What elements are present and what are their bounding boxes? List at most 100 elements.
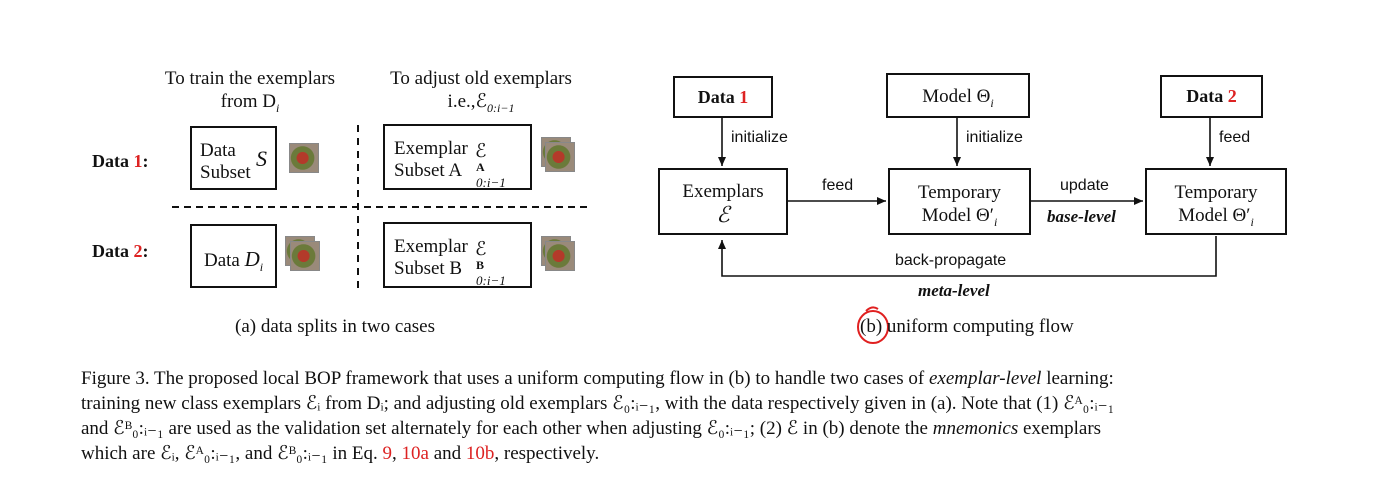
node-data-1-num: 1 (739, 87, 749, 107)
caption-line-2: training new class exemplars ℰᵢ from Dᵢ;… (81, 393, 1115, 414)
caption-line3-text: and ℰᴮ₀:ᵢ₋₁ are used as the validation s… (81, 418, 933, 439)
node-temp2-text: Temporary Model Θ′i (1147, 170, 1285, 234)
node-temporary-model-1: Temporary Model Θ′i (888, 168, 1031, 235)
row-label-data-1: Data 1: (92, 151, 149, 172)
annotation-mark (865, 306, 879, 312)
cell-12-line1: Exemplar (394, 138, 468, 159)
edge-label-initialize-2: initialize (966, 129, 1023, 146)
cell-21-sub: i (259, 259, 264, 274)
column-header-train-line1: To train the exemplars (164, 68, 336, 89)
node-temp2-line2: Model Θ′i (1147, 204, 1285, 234)
node-model-sub: i (990, 95, 994, 110)
node-temp1-line2: Model Θ′i (890, 204, 1029, 234)
annotation-circle (857, 310, 889, 344)
cell-11-text: Data Subset (200, 140, 251, 184)
node-temp2-label: Model Θ′ (1178, 205, 1251, 226)
image-stack-thumbnail (541, 236, 575, 271)
node-temp2-sub: i (1250, 214, 1254, 229)
cell-12-sup: A (476, 160, 485, 174)
column-header-adjust-line1: To adjust old exemplars (390, 68, 572, 89)
ref-eq-10a[interactable]: 10a (401, 443, 429, 464)
caption-b-tag: (b) (860, 316, 883, 337)
node-model-label: Model Θ (922, 86, 991, 107)
node-exemplars: Exemplars ℰ (658, 168, 788, 235)
cell-21-symbol: D (244, 247, 260, 271)
edge-label-feed-2: feed (1219, 129, 1251, 146)
row1-num: 1 (133, 151, 143, 171)
ref-eq-10b[interactable]: 10b (465, 443, 495, 464)
column-header-adjust: To adjust old exemplars i.e.,ℰ0:i−1 (376, 67, 586, 120)
node-temporary-model-2: Temporary Model Θ′i (1145, 168, 1287, 235)
cell-21-text: Data Di (204, 248, 263, 278)
cell-22-symbol: ℰ (475, 239, 487, 260)
node-temp1-label: Model Θ′ (921, 205, 994, 226)
row1-text: Data (92, 151, 134, 171)
column-header-adjust-line2: i.e.,ℰ0:i−1 (376, 90, 586, 120)
row2-colon: : (142, 241, 149, 261)
cell-11-line2: Subset (200, 162, 251, 183)
label-base-level: base-level (1047, 207, 1116, 226)
caption-a: (a) data splits in two cases (235, 316, 435, 337)
cell-22-text: Exemplar Subset B (394, 236, 468, 280)
caption-b-text: uniform computing flow (882, 316, 1074, 337)
node-exemplars-text: Exemplars ℰ (660, 170, 786, 226)
row2-text: Data (92, 241, 134, 261)
caption-line1-em: exemplar-level (928, 368, 1042, 389)
cell-22-line2: Subset B (394, 258, 463, 279)
row2-num: 2 (133, 241, 143, 261)
edge-label-feed-1: feed (822, 177, 854, 194)
caption-line1-end: learning: (1041, 368, 1114, 389)
panel-a-dividers (172, 125, 592, 292)
flow-arrows (718, 118, 1217, 344)
node-temp2-line1: Temporary (1174, 182, 1258, 203)
node-data-2-label: Data (1186, 86, 1228, 106)
col1-text: from D (220, 91, 277, 112)
cell-data-di: Data Di (190, 224, 277, 288)
image-thumbnail (287, 140, 321, 174)
caption-b: (b) uniform computing flow (860, 314, 1074, 340)
edge-label-back-propagate: back-propagate (895, 252, 1007, 269)
cell-21-label: Data (204, 250, 245, 271)
node-data-2-text: Data 2 (1162, 77, 1261, 108)
cell-11-symbol: S (256, 146, 267, 171)
node-data-1: Data 1 (673, 76, 773, 118)
edge-label-initialize-1: initialize (731, 129, 788, 146)
caption-line-4: which are ℰᵢ, ℰᴬ₀:ᵢ₋₁, and ℰᴮ₀:ᵢ₋₁ in Eq… (81, 441, 1321, 466)
figure-caption: Figure 3. The proposed local BOP framewo… (81, 366, 1321, 466)
caption-line4-text: which are ℰᵢ, ℰᴬ₀:ᵢ₋₁, and ℰᴮ₀:ᵢ₋₁ in Eq… (81, 443, 383, 464)
edge-label-update: update (1060, 177, 1109, 194)
col1-sub: i (276, 100, 280, 115)
node-temp1-sub: i (993, 214, 998, 229)
node-temp1-text: Temporary Model Θ′i (890, 170, 1029, 234)
node-model-text: Model Θi (888, 75, 1028, 115)
node-exemplars-line1: Exemplars (682, 181, 764, 202)
caption-line1-text: Figure 3. The proposed local BOP framewo… (81, 368, 929, 389)
arrow-back-propagate (718, 236, 1217, 277)
cell-12-line2: Subset A (394, 160, 463, 181)
cell-22-line1: Exemplar (394, 236, 468, 257)
caption-line-1: Figure 3. The proposed local BOP framewo… (81, 366, 1321, 391)
caption-sep-1: , (392, 443, 402, 464)
cell-11-line1: Data (200, 140, 236, 161)
node-exemplars-symbol: ℰ (716, 202, 730, 227)
node-data-2: Data 2 (1160, 75, 1263, 118)
node-model-theta: Model Θi (886, 73, 1030, 118)
node-data-1-text: Data 1 (675, 78, 771, 109)
cell-22-sup: B (476, 258, 485, 272)
column-header-train: To train the exemplars from Di (150, 67, 350, 120)
caption-line3-em: mnemonics (932, 418, 1019, 439)
image-stack-thumbnail (541, 137, 575, 172)
ref-eq-9[interactable]: 9 (382, 443, 393, 464)
cell-12-sub: 0:i−1 (476, 175, 506, 190)
column-header-train-line2: from Di (150, 90, 350, 120)
node-data-2-num: 2 (1227, 86, 1237, 106)
cell-22-sub: 0:i−1 (476, 273, 506, 288)
col2-text: i.e.,ℰ (447, 91, 488, 112)
col2-sub: 0:i−1 (487, 100, 515, 115)
caption-line3-end: exemplars (1018, 418, 1102, 439)
caption-line-3: and ℰᴮ₀:ᵢ₋₁ are used as the validation s… (81, 416, 1321, 441)
